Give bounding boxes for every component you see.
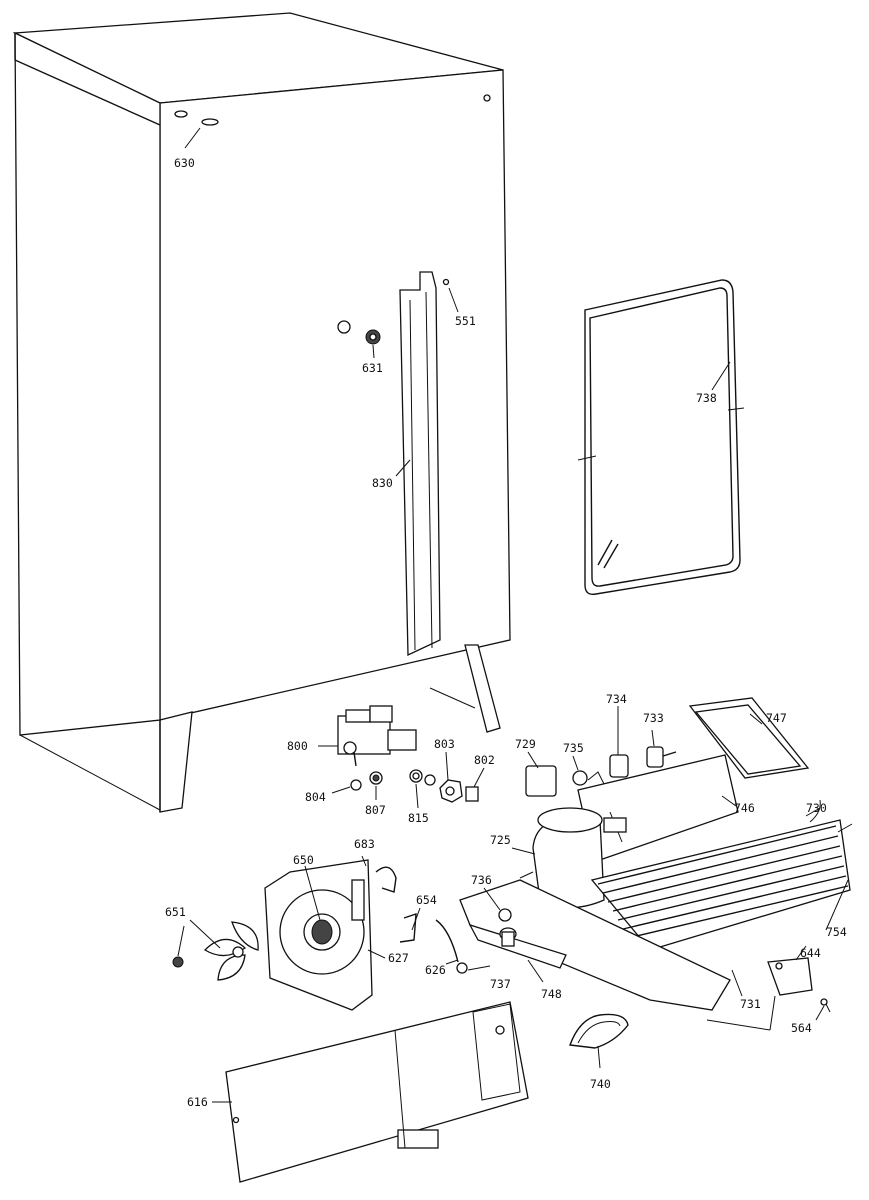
grommet-631 [337, 320, 381, 345]
water-valve-800 [337, 705, 417, 767]
compressor-725 [519, 807, 605, 909]
label-734: 734 [606, 692, 627, 706]
label-683: 683 [354, 837, 375, 851]
label-807: 807 [365, 803, 386, 817]
label-740: 740 [590, 1077, 611, 1091]
label-630: 630 [174, 156, 195, 170]
label-747: 747 [766, 711, 787, 725]
label-733: 733 [643, 711, 664, 725]
label-736: 736 [471, 873, 492, 887]
label-651: 651 [165, 905, 186, 919]
label-730: 730 [806, 801, 827, 815]
label-815: 815 [408, 811, 429, 825]
center-channel-830 [399, 271, 450, 657]
label-748: 748 [541, 987, 562, 1001]
label-564: 564 [791, 1021, 812, 1035]
rear-cover-616 [225, 1001, 529, 1183]
drain-pan-747 [688, 697, 810, 779]
label-746: 746 [734, 801, 755, 815]
label-803: 803 [434, 737, 455, 751]
label-650: 650 [293, 853, 314, 867]
label-725: 725 [490, 833, 511, 847]
label-830: 830 [372, 476, 393, 490]
condenser-730 [590, 799, 853, 951]
valve-fittings [350, 769, 479, 803]
label-631: 631 [362, 361, 383, 375]
label-804: 804 [305, 790, 326, 804]
label-551: 551 [455, 314, 476, 328]
fan-blade-651 [172, 921, 259, 981]
label-644: 644 [800, 946, 821, 960]
label-627: 627 [388, 951, 409, 965]
label-738: 738 [696, 391, 717, 405]
label-802: 802 [474, 753, 495, 767]
door-gasket-738 [577, 279, 745, 595]
leader-lines [177, 127, 849, 1103]
part-number-labels: 630 551 631 830 738 800 804 807 815 803 … [165, 156, 847, 1109]
label-737: 737 [490, 977, 511, 991]
relay-parts [525, 746, 677, 797]
fan-motor-assembly [264, 859, 468, 1011]
label-626: 626 [425, 963, 446, 977]
bracket-746 [577, 754, 739, 863]
label-616: 616 [187, 1095, 208, 1109]
bracket-644 [767, 957, 831, 1013]
label-800: 800 [287, 739, 308, 753]
base-plate-748 [459, 879, 731, 1011]
label-735: 735 [563, 741, 584, 755]
clip-740 [569, 1013, 629, 1049]
label-731: 731 [740, 997, 761, 1011]
label-654: 654 [416, 893, 437, 907]
label-754: 754 [826, 925, 847, 939]
label-729: 729 [515, 737, 536, 751]
